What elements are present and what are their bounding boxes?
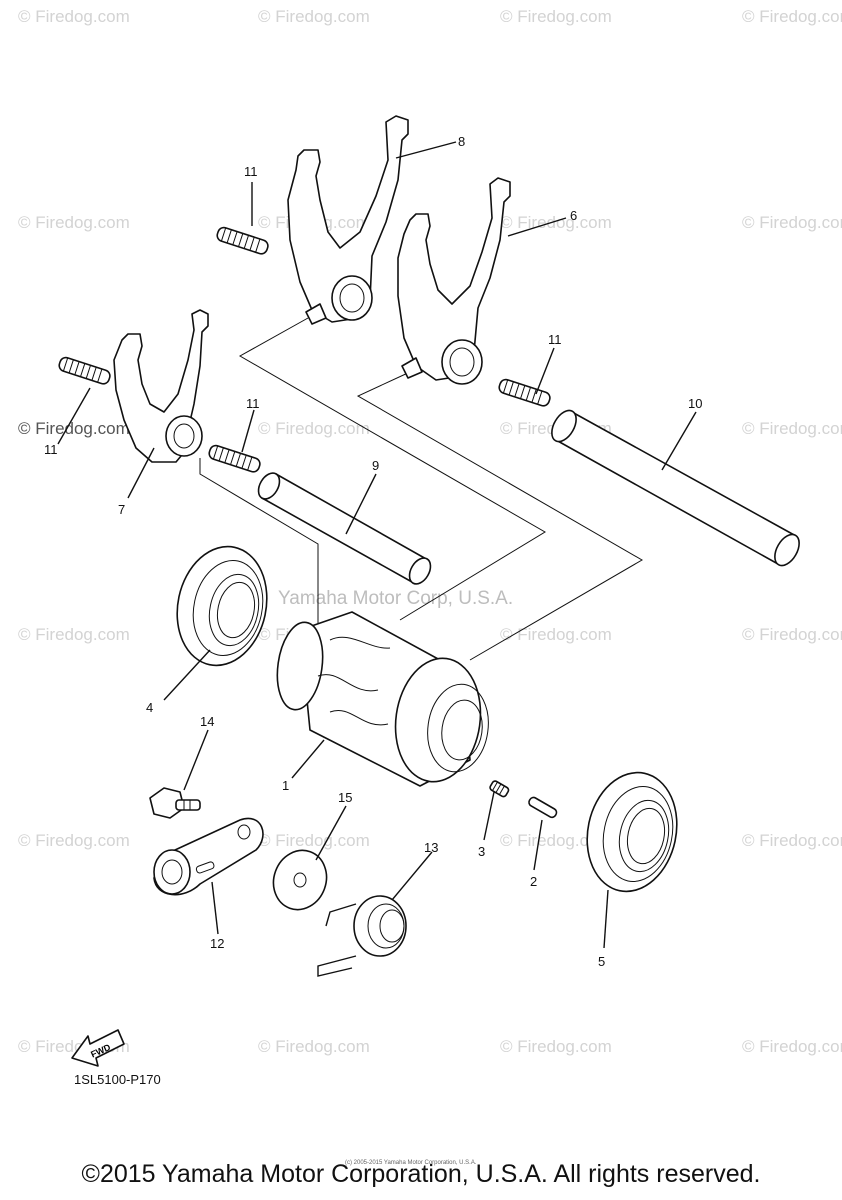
callout-15: 15 — [338, 790, 352, 805]
spring-3 — [489, 780, 510, 798]
watermark: © Firedog.com — [18, 625, 130, 644]
springs-11 — [58, 226, 551, 473]
spring-11 — [208, 444, 261, 473]
shift-fork-6 — [397, 177, 511, 385]
bolt-14 — [149, 787, 201, 819]
watermark: © Firedog.com — [258, 419, 370, 438]
callout-13: 13 — [424, 840, 438, 855]
callout-11: 11 — [244, 164, 258, 179]
callout-4: 4 — [146, 700, 153, 715]
pin-2 — [528, 796, 558, 819]
watermark: © Firedog.com — [742, 213, 842, 232]
watermark: © Firedog.com — [742, 7, 842, 26]
callout-12: 12 — [210, 936, 224, 951]
callout-6: 6 — [570, 208, 577, 223]
callout-1: 1 — [282, 778, 289, 793]
callout-11: 11 — [548, 332, 562, 347]
callout-5: 5 — [598, 954, 605, 969]
diagram-code: 1SL5100-P170 — [74, 1072, 161, 1087]
callout-labels: 8 11 6 11 11 11 10 7 9 4 14 1 15 13 3 2 … — [44, 134, 702, 969]
callout-11: 11 — [44, 442, 58, 457]
fwd-arrow-icon: FWD — [71, 1029, 125, 1067]
fine-print: (c) 2005-2015 Yamaha Motor Corporation, … — [345, 1160, 477, 1166]
watermark: © Firedog.com — [258, 831, 370, 850]
spring-11 — [498, 378, 551, 407]
assembly-guide-lines — [199, 317, 643, 700]
stopper-lever-12 — [153, 817, 264, 896]
bearing-5 — [586, 771, 678, 893]
shift-fork-7 — [113, 309, 209, 463]
watermark: © Firedog.com — [18, 213, 130, 232]
callout-14: 14 — [200, 714, 214, 729]
spring-11 — [216, 226, 269, 255]
callout-11: 11 — [246, 396, 260, 411]
watermark: © Firedog.com — [742, 419, 842, 438]
shift-shaft-9 — [257, 472, 432, 585]
spring-11 — [58, 356, 111, 385]
leader-lines — [57, 141, 697, 949]
watermark: © Firedog.com — [500, 1037, 612, 1056]
watermark: © Firedog.com — [258, 7, 370, 26]
copyright-notice: ©2015 Yamaha Motor Corporation, U.S.A. A… — [81, 1160, 761, 1188]
callout-7: 7 — [118, 502, 125, 517]
watermark: © Firedog.com — [500, 625, 612, 644]
callout-2: 2 — [530, 874, 537, 889]
callout-8: 8 — [458, 134, 465, 149]
torsion-spring-13 — [317, 895, 407, 977]
watermark: © Firedog.com — [18, 831, 130, 850]
watermark: © Firedog.com — [18, 7, 130, 26]
watermark-dark: © Firedog.com — [18, 419, 130, 438]
watermark: © Firedog.com — [258, 1037, 370, 1056]
callout-9: 9 — [372, 458, 379, 473]
shift-shaft-10 — [551, 409, 800, 567]
watermark: © Firedog.com — [742, 1037, 842, 1056]
shift-fork-8 — [287, 115, 409, 325]
watermark-grid: © Firedog.com © Firedog.com © Firedog.co… — [18, 7, 842, 1056]
watermark: © Firedog.com — [500, 7, 612, 26]
bearing-4 — [176, 545, 268, 667]
washer-15 — [272, 849, 328, 911]
watermark: © Firedog.com — [742, 625, 842, 644]
center-watermark: Yamaha Motor Corp, U.S.A. — [278, 588, 513, 609]
callout-10: 10 — [688, 396, 702, 411]
watermark: © Firedog.com — [500, 831, 612, 850]
callout-3: 3 — [478, 844, 485, 859]
watermark: © Firedog.com — [742, 831, 842, 850]
shift-drum-1 — [276, 611, 489, 787]
watermark: © Firedog.com — [500, 213, 612, 232]
